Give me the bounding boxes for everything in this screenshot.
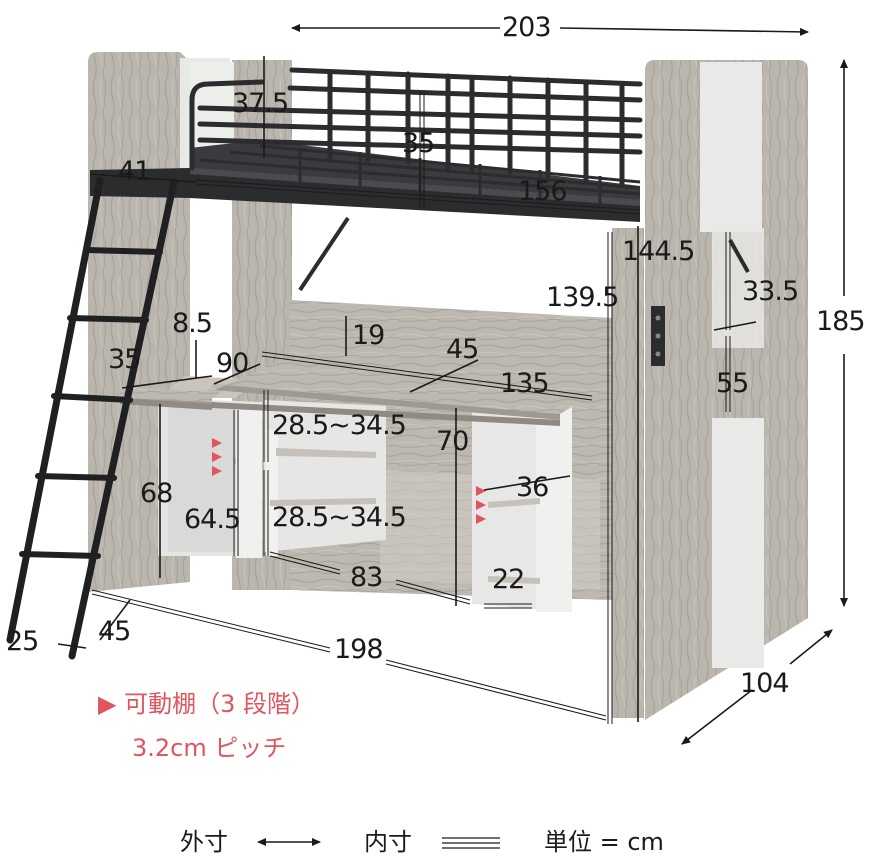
dim-ladder-offset: 25 (6, 626, 39, 657)
dim-total-height: 185 (816, 306, 866, 337)
dim-side-shelf-height: 64.5 (184, 504, 241, 535)
dim-inner-length: 156 (518, 176, 568, 207)
dim-desk-side-depth: 35 (108, 344, 141, 375)
dim-desk-height-side: 68 (140, 478, 173, 509)
middle-cabinet (264, 400, 386, 556)
dim-clearance-outer: 144.5 (622, 236, 695, 267)
legend-inner-label: 内寸 (364, 828, 412, 856)
movable-shelf-note: ▶ 可動棚（3 段階） (98, 690, 315, 718)
support-brace (298, 216, 750, 292)
dim-shelf-spacing-a: 28.5~34.5 (272, 410, 407, 441)
dim-guard-height: 37.5 (232, 88, 289, 119)
dim-inner-guard-height: 35 (402, 128, 435, 159)
dim-desk-back-height: 8.5 (172, 308, 213, 339)
dimension-lines (57, 24, 848, 745)
right-cabinet (472, 402, 572, 612)
dim-knee-width: 83 (350, 562, 383, 593)
dim-side-opening-top: 33.5 (742, 276, 799, 307)
legend-symbols (257, 837, 500, 849)
dim-desk-shelf-depth: 19 (352, 320, 385, 351)
dim-cabinet-depth: 36 (516, 472, 549, 503)
legend-unit-label: 単位 = cm (544, 828, 664, 856)
dim-side-opening: 55 (716, 368, 749, 399)
dim-desk-side-width: 90 (216, 348, 249, 379)
legend-outer-label: 外寸 (180, 828, 228, 856)
dim-outer-depth: 104 (740, 668, 790, 699)
dim-cabinet-width: 22 (492, 564, 525, 595)
dim-desk-height-main: 70 (436, 426, 469, 457)
dim-desk-main-depth: 45 (446, 334, 479, 365)
dim-clearance-inner: 139.5 (546, 282, 619, 313)
desk-front-edge (120, 398, 560, 426)
dim-ladder-depth: 45 (98, 616, 131, 647)
shelf-markers (212, 438, 486, 524)
dim-outer-width: 203 (502, 12, 552, 43)
ladder (6, 176, 178, 660)
dim-inner-width: 198 (334, 634, 384, 665)
dim-bed-depth-top: 41 (118, 156, 151, 187)
dim-desk-main-width: 135 (500, 368, 550, 399)
shelf-pitch-note: 3.2cm ピッチ (132, 734, 287, 762)
dim-shelf-spacing-b: 28.5~34.5 (272, 502, 407, 533)
